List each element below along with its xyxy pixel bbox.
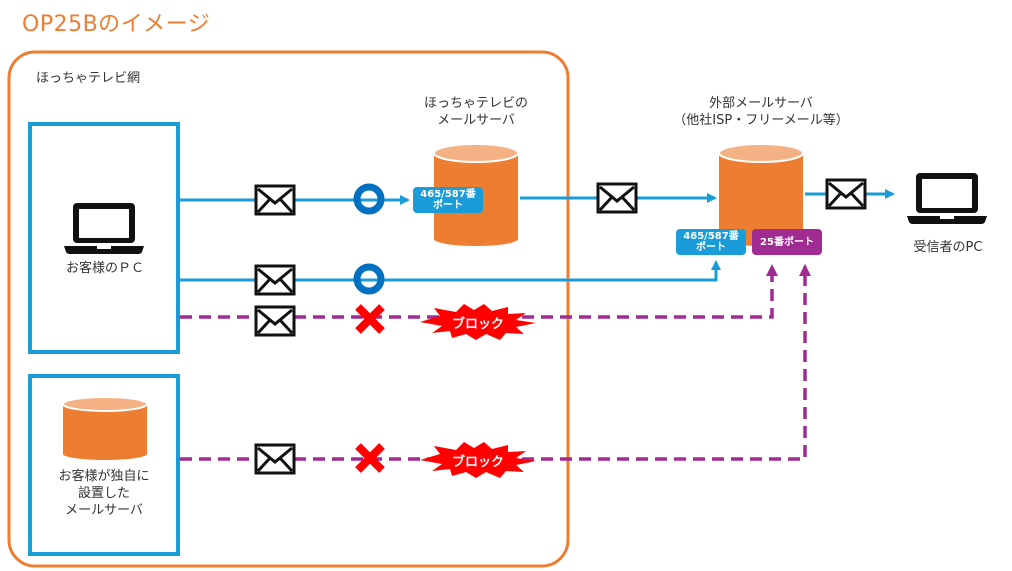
mail-icon (596, 182, 638, 214)
mail-icon (825, 178, 867, 210)
customer-server-cylinder-icon (62, 396, 148, 460)
port-badge-line: 465/587番 (683, 231, 739, 242)
network-container (7, 50, 570, 568)
port-badge-line: ポート (696, 242, 726, 253)
block-label: ブロック (451, 317, 504, 332)
customer-pc-box (28, 122, 180, 354)
customer-server-box (28, 374, 180, 556)
mail-icon (254, 264, 296, 296)
customer-laptop-icon (64, 203, 144, 254)
customer-server-label-line: 設置した (77, 486, 130, 501)
port-badge-line: 465/587番 (420, 189, 476, 200)
isp-port-465-587-badge: 465/587番 ポート (413, 187, 483, 213)
block-label: ブロック (451, 455, 504, 470)
recipient-laptop-icon (907, 173, 987, 224)
isp-server-label: ほっちゃテレビの メールサーバ (414, 95, 538, 129)
mail-icon (254, 443, 296, 475)
network-label: ほっちゃテレビ網 (36, 71, 141, 86)
allowed-circle-icon (353, 183, 385, 215)
customer-server-label-line: メールサーバ (65, 503, 143, 518)
isp-server-label-line: メールサーバ (437, 113, 515, 128)
blocked-x-icon (358, 307, 382, 331)
external-server-label-line: 外部メールサーバ (709, 96, 813, 111)
port-badge-line: ポート (433, 200, 463, 211)
isp-server-label-line: ほっちゃテレビの (423, 96, 528, 111)
customer-server-label: お客様が独自に 設置した メールサーバ (32, 468, 176, 519)
mail-icon (254, 184, 296, 216)
customer-pc-label: お客様のＰＣ (65, 261, 144, 276)
external-server-label-line: （他社ISP・フリーメール等） (673, 113, 849, 128)
external-port-25-badge: 25番ポート (752, 229, 822, 255)
external-port-465-587-badge: 465/587番 ポート (676, 229, 746, 255)
mail-icon (254, 305, 296, 337)
allowed-circle-icon (353, 263, 385, 295)
recipient-pc-label: 受信者のPC (913, 240, 983, 255)
customer-server-label-line: お客様が独自に (58, 469, 150, 484)
external-server-label: 外部メールサーバ （他社ISP・フリーメール等） (651, 95, 871, 129)
port-badge-line: 25番ポート (760, 236, 814, 248)
diagram-title: OP25Bのイメージ (22, 12, 211, 37)
